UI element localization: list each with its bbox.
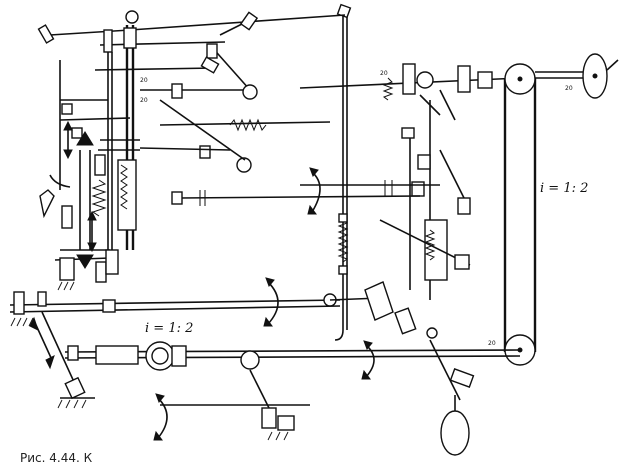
right-middle-linkage xyxy=(300,100,471,300)
tiny-mark-4: 20 xyxy=(380,70,388,77)
top-left-pin xyxy=(37,24,55,44)
belt-ratio-label: i = 1: 2 xyxy=(540,181,588,196)
lower-gear-shaft xyxy=(64,341,521,371)
tiny-mark-1: 20 xyxy=(565,85,573,92)
rotation-arrow-1 xyxy=(311,171,321,213)
central-vertical-shaft xyxy=(334,3,352,341)
upper-right-mechanism xyxy=(299,63,521,121)
middle-horizontal-shaft xyxy=(171,180,421,206)
spring-cap-top xyxy=(338,213,348,223)
figure-caption: Рис. 4.44. К xyxy=(20,451,93,465)
top-linkages xyxy=(49,11,346,91)
tiny-mark-2: 20 xyxy=(488,340,496,347)
rotation-arrow-2 xyxy=(267,281,279,325)
bottom-lever xyxy=(160,369,310,441)
lower-left-shaft xyxy=(9,281,417,335)
rotation-arrow-3 xyxy=(365,344,375,378)
tiny-mark-5: 20 xyxy=(140,97,148,104)
central-spring xyxy=(337,219,349,263)
flywheel xyxy=(582,53,619,99)
lower-left-rod xyxy=(29,311,95,409)
rotation-arrow-4 xyxy=(157,397,168,439)
pendulum xyxy=(426,327,475,456)
spring-cap-bottom xyxy=(338,265,348,275)
belt-drive xyxy=(503,63,595,366)
upper-middle-levers xyxy=(139,43,331,173)
rotation-arrows xyxy=(153,167,375,441)
gear-ratio-label: i = 1: 2 xyxy=(145,321,193,336)
left-column-mechanism xyxy=(39,10,140,291)
left-column-arrows xyxy=(63,120,97,253)
tiny-mark-3: 20 xyxy=(140,77,148,84)
